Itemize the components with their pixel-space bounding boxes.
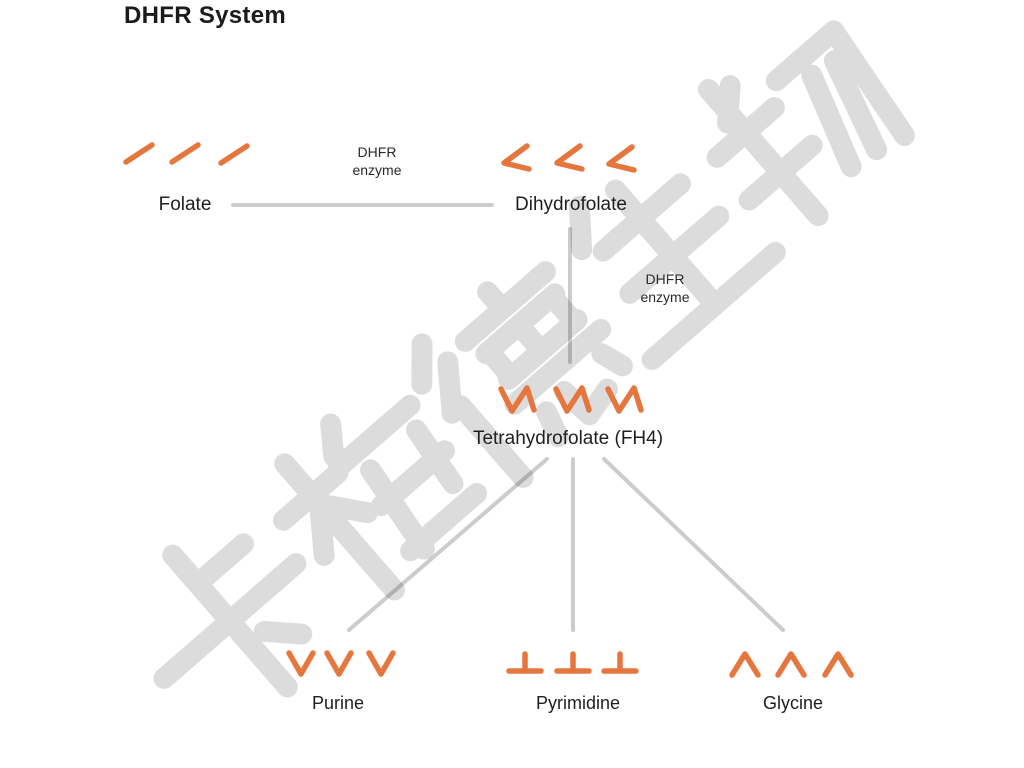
node-label-tetrahydrofolate: Tetrahydrofolate (FH4) (472, 428, 664, 449)
watermark-char-2 (273, 394, 488, 601)
dihydrofolate-marks-icon (501, 143, 637, 173)
connector-tetrahydrofolate-purine (347, 457, 549, 632)
enzyme-label-1-line1: DHFR (357, 144, 397, 160)
watermark-graphic (153, 20, 915, 698)
connector-tetrahydrofolate-glycine (602, 457, 785, 632)
node-label-dihydrofolate: Dihydrofolate (515, 194, 627, 215)
tetrahydrofolate-marks-icon (498, 385, 644, 414)
enzyme-label-2-line1: DHFR (645, 271, 685, 287)
page-title: DHFR System (124, 2, 287, 29)
enzyme-label-2: DHFR enzyme (640, 270, 689, 306)
watermark-char-3 (411, 261, 633, 488)
enzyme-label-2-line2: enzyme (640, 289, 690, 305)
watermark-char-1 (153, 533, 313, 698)
enzyme-label-1-line2: enzyme (352, 162, 402, 178)
glycine-marks-icon (729, 651, 854, 678)
purine-marks-icon (286, 650, 396, 677)
watermark-char-4 (568, 173, 786, 371)
folate-marks-icon (123, 142, 250, 166)
node-label-pyrimidine: Pyrimidine (535, 693, 621, 713)
enzyme-label-1: DHFR enzyme (352, 143, 401, 179)
node-label-folate: Folate (158, 194, 212, 215)
node-label-purine: Purine (311, 693, 365, 713)
node-label-glycine: Glycine (762, 693, 824, 713)
pyrimidine-marks-icon (506, 651, 639, 674)
watermark-char-5 (697, 20, 915, 227)
